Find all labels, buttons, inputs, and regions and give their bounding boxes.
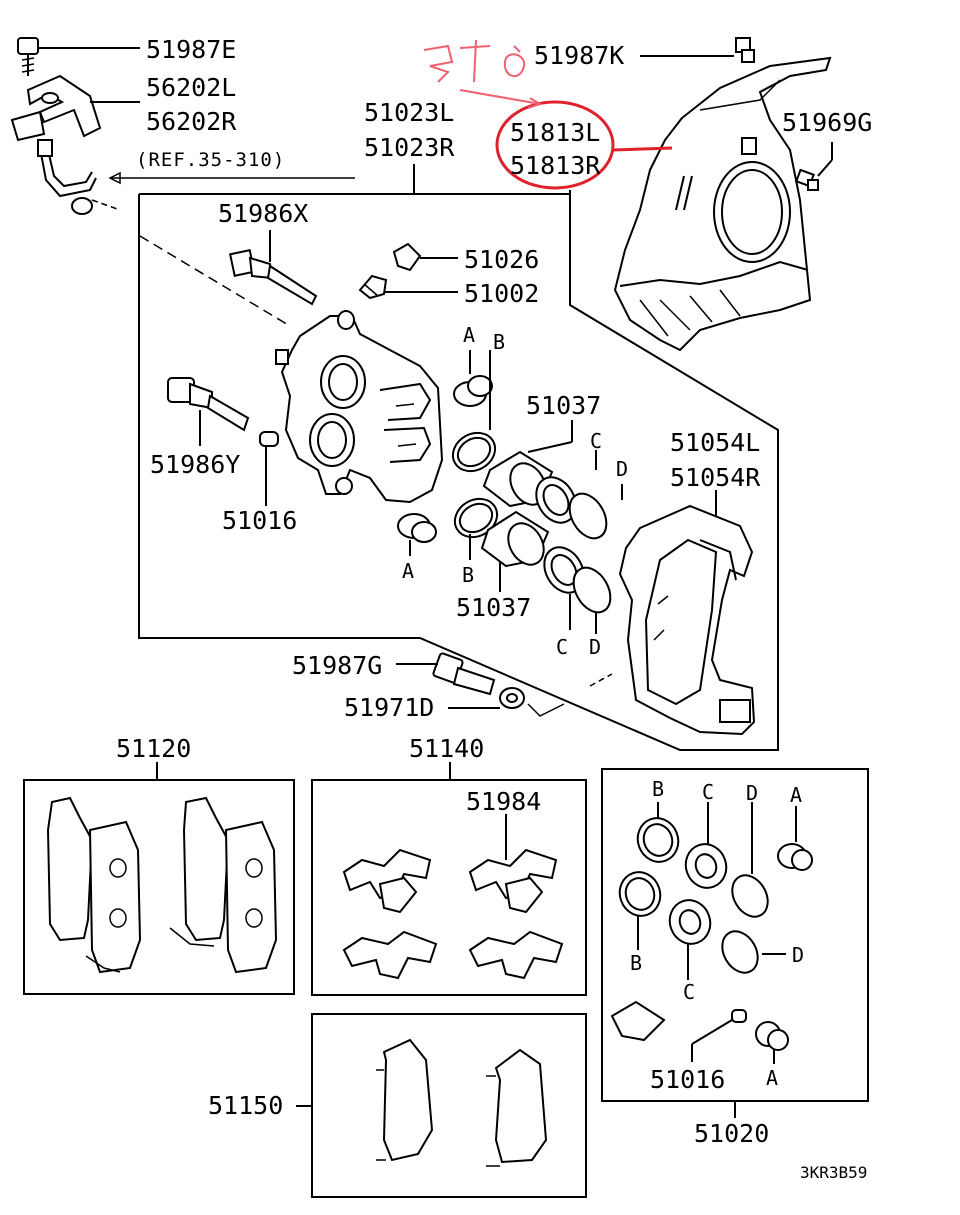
label-51986Y: 51986Y bbox=[150, 450, 240, 479]
key-D: D bbox=[746, 781, 758, 805]
screw-51969G bbox=[795, 142, 833, 191]
guide-pin-51986X bbox=[228, 230, 318, 306]
key-C: C bbox=[556, 635, 568, 659]
seal-kit-51020 bbox=[601, 768, 869, 1118]
key-A: A bbox=[402, 559, 414, 583]
key-A: A bbox=[766, 1066, 778, 1090]
label-51150: 51150 bbox=[208, 1091, 283, 1120]
ref-note: (REF.35-310) bbox=[136, 149, 285, 171]
key-C: C bbox=[590, 429, 602, 453]
label-56202L: 56202L bbox=[146, 73, 236, 102]
label-51969G: 51969G bbox=[782, 108, 872, 137]
boot-A-upper bbox=[453, 350, 493, 407]
label-51984: 51984 bbox=[466, 787, 541, 816]
caliper-support-51054 bbox=[618, 490, 756, 736]
red-highlight-circle bbox=[495, 100, 673, 190]
label-51037-lower: 51037 bbox=[456, 593, 531, 622]
bleeder-screw-51002 bbox=[358, 274, 458, 300]
label-51813L: 51813L bbox=[510, 118, 600, 147]
key-D: D bbox=[792, 943, 804, 967]
label-51016: 51016 bbox=[222, 506, 297, 535]
dust-seal-C bbox=[535, 450, 597, 630]
key-A: A bbox=[790, 783, 802, 807]
key-C: C bbox=[683, 980, 695, 1004]
dust-shield-51969G bbox=[613, 56, 832, 352]
boot-A-lower bbox=[397, 513, 437, 556]
bracket-56202 bbox=[10, 74, 140, 142]
label-51037-upper: 51037 bbox=[526, 391, 601, 420]
key-B: B bbox=[493, 330, 505, 354]
label-51023R: 51023R bbox=[364, 133, 455, 162]
label-51120: 51120 bbox=[116, 734, 191, 763]
key-B: B bbox=[652, 777, 664, 801]
nut-51971D bbox=[448, 673, 613, 717]
caliper-assembly-outline bbox=[91, 164, 779, 751]
label-51813R: 51813R bbox=[510, 151, 601, 180]
bolt-51987G bbox=[396, 652, 496, 696]
seal-ring-B bbox=[451, 350, 499, 560]
bolt-51987K bbox=[640, 37, 755, 63]
bolt-51987E bbox=[17, 37, 140, 76]
brake-pad-set-51120 bbox=[23, 762, 295, 995]
key-C: C bbox=[702, 780, 714, 804]
caliper-body bbox=[275, 310, 444, 504]
key-D: D bbox=[589, 635, 601, 659]
label-51987G: 51987G bbox=[292, 651, 382, 680]
label-51986X: 51986X bbox=[218, 199, 308, 228]
label-51140: 51140 bbox=[409, 734, 484, 763]
handwritten-annotation bbox=[423, 39, 543, 109]
label-51971D: 51971D bbox=[344, 693, 434, 722]
label-51002: 51002 bbox=[464, 279, 539, 308]
retaining-ring-D bbox=[568, 484, 623, 634]
label-51054L: 51054L bbox=[670, 428, 760, 457]
bushing-51016 bbox=[259, 431, 279, 506]
key-D: D bbox=[616, 457, 628, 481]
clip-kit-51140 bbox=[311, 762, 587, 996]
label-51016-kit: 51016 bbox=[650, 1065, 725, 1094]
label-51026: 51026 bbox=[464, 245, 539, 274]
brake-hose bbox=[37, 139, 355, 215]
label-51987E: 51987E bbox=[146, 35, 236, 64]
key-A: A bbox=[463, 323, 475, 347]
bleeder-cap-51026 bbox=[392, 242, 458, 272]
label-51987K: 51987K bbox=[534, 41, 624, 70]
piston-51037-lower bbox=[480, 510, 550, 592]
label-51054R: 51054R bbox=[670, 463, 761, 492]
key-B: B bbox=[630, 951, 642, 975]
guide-pin-51986Y bbox=[167, 377, 250, 446]
label-51023L: 51023L bbox=[364, 98, 454, 127]
diagram-code: 3KR3B59 bbox=[800, 1163, 867, 1182]
key-B: B bbox=[462, 563, 474, 587]
shim-kit-51150 bbox=[296, 1013, 587, 1198]
label-51020: 51020 bbox=[694, 1119, 769, 1148]
label-56202R: 56202R bbox=[146, 107, 237, 136]
